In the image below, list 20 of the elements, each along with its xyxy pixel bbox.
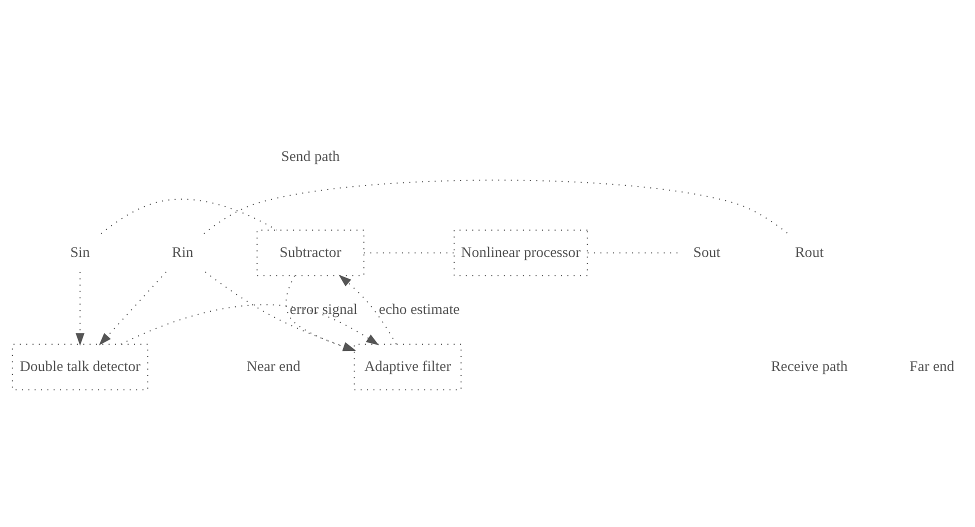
node-box: Adaptive filter [354,343,462,390]
node-text: Rout [794,244,824,260]
connector [204,179,788,234]
node-text: Sout [693,244,720,260]
arrow [76,271,84,346]
edge-label: error signal [290,301,358,318]
connector [100,198,278,234]
arrow [338,274,397,344]
node-text: Rin [172,244,194,260]
edge-label: echo estimate [378,301,460,318]
label: Near end [246,358,300,374]
label: Send path [281,148,340,165]
label: Receive path [770,358,848,374]
arrow [120,304,379,345]
label: Far end [910,358,954,374]
node-box: Nonlinear processor [454,229,588,276]
arrow [98,271,166,345]
node-text: Sin [70,244,90,260]
node-box: Subtractor [256,229,364,276]
node-box: Double talk detector [12,343,148,390]
